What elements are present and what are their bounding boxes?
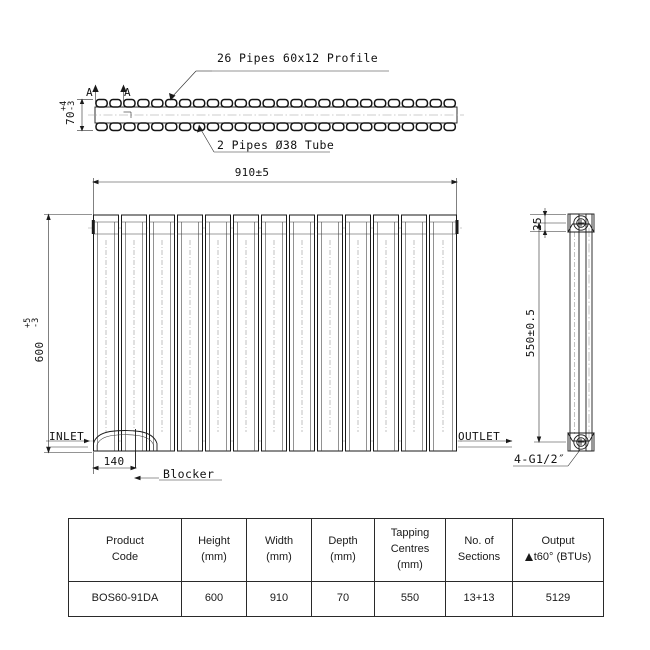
fin-column bbox=[401, 214, 427, 452]
top-view-lower-pill-row bbox=[95, 122, 457, 132]
side-view-bottom-connector bbox=[567, 432, 595, 452]
fin-column bbox=[317, 214, 343, 452]
note-blocker: Blocker bbox=[163, 467, 214, 481]
header-height-l1: Height bbox=[198, 535, 230, 548]
header-output-l2-text: t60° (BTUs) bbox=[533, 551, 592, 563]
note-connection: 4-G1/2″ bbox=[514, 452, 565, 466]
depth-tol-upper: +4 bbox=[59, 101, 69, 111]
spec-table: Product Code Height (mm) Width (mm) Dept… bbox=[68, 518, 604, 617]
table-row: BOS60-91DA 600 910 70 550 13+13 5129 bbox=[68, 581, 604, 617]
cell-output: 5129 bbox=[512, 581, 604, 617]
fin-column bbox=[149, 214, 175, 452]
fin-column bbox=[289, 214, 315, 452]
header-height: Height (mm) bbox=[181, 518, 247, 582]
fin-column bbox=[91, 214, 119, 452]
fin-column bbox=[429, 214, 459, 452]
blocker-detail bbox=[93, 429, 158, 468]
top-plan-view: 70 +4 -3 26 Pipes 60x12 Profile 2 Pipes … bbox=[59, 51, 464, 153]
top-view-upper-pill-row bbox=[95, 98, 457, 108]
header-tapping-l2: Centres bbox=[390, 543, 430, 556]
height-dimension-value: 600 bbox=[33, 342, 46, 363]
header-product-code-l2: Code bbox=[111, 551, 139, 563]
depth-tol-lower: -3 bbox=[67, 101, 77, 111]
inlet-marker bbox=[46, 438, 90, 448]
cell-depth: 70 bbox=[311, 581, 375, 617]
header-product-code: Product Code bbox=[68, 518, 182, 582]
header-depth-l2: (mm) bbox=[330, 551, 356, 563]
label-inlet: INLET bbox=[49, 430, 84, 443]
height-dimension bbox=[44, 213, 92, 454]
header-height-l2: (mm) bbox=[201, 551, 227, 563]
spec-table-container: Product Code Height (mm) Width (mm) Dept… bbox=[68, 518, 604, 617]
fin-column bbox=[261, 214, 287, 452]
height-tol-lower: -3 bbox=[31, 318, 41, 328]
connection-leader bbox=[513, 449, 581, 467]
spec-table-header-row: Product Code Height (mm) Width (mm) Dept… bbox=[68, 518, 604, 582]
height-tol-upper: +5 bbox=[23, 318, 33, 328]
blocker-140-dimension bbox=[92, 452, 137, 474]
header-tapping-l1: Tapping bbox=[390, 527, 430, 540]
header-output: Output t60° (BTUs) bbox=[512, 518, 604, 582]
cell-height: 600 bbox=[181, 581, 247, 617]
top-offset-value: 25 bbox=[531, 217, 544, 231]
fin-column bbox=[233, 214, 259, 452]
width-dimension-value: 910±5 bbox=[235, 166, 270, 179]
depth-dimension-value: 70 bbox=[64, 111, 77, 125]
header-sections: No. of Sections bbox=[445, 518, 513, 582]
tapping-centres-value: 550±0.5 bbox=[524, 309, 537, 357]
header-output-l1: Output bbox=[541, 535, 575, 548]
section-label-a-right: A bbox=[124, 86, 131, 99]
header-depth: Depth (mm) bbox=[311, 518, 375, 582]
header-width-l2: (mm) bbox=[266, 551, 292, 563]
cell-tapping-centres: 550 bbox=[374, 581, 446, 617]
header-tapping-l3: (mm) bbox=[397, 558, 423, 571]
fin-column bbox=[205, 214, 231, 452]
fin-column bbox=[121, 214, 147, 452]
fin-column bbox=[373, 214, 399, 452]
header-output-l2: t60° (BTUs) bbox=[514, 550, 602, 566]
side-view-top-connector bbox=[567, 213, 595, 233]
cell-sections: 13+13 bbox=[445, 581, 513, 617]
blocker-offset-value: 140 bbox=[104, 455, 125, 468]
section-label-a-left: A bbox=[86, 86, 93, 99]
header-width-l1: Width bbox=[264, 535, 294, 548]
depth-dimension bbox=[77, 98, 93, 132]
label-outlet: OUTLET bbox=[458, 430, 500, 443]
note-pipes-profile: 26 Pipes 60x12 Profile bbox=[217, 51, 378, 65]
note-pipes-tube: 2 Pipes Ø38 Tube bbox=[217, 138, 334, 152]
header-sections-l2: Sections bbox=[457, 551, 501, 563]
width-dimension bbox=[92, 178, 458, 216]
header-sections-l1: No. of bbox=[464, 535, 494, 548]
front-fin-group bbox=[91, 214, 459, 452]
delta-triangle-icon bbox=[524, 553, 533, 561]
header-product-code-l1: Product bbox=[106, 535, 144, 548]
side-section-view: 25 550±0.5 4-G1/2″ bbox=[513, 208, 595, 467]
fin-column bbox=[345, 214, 371, 452]
cell-width: 910 bbox=[246, 581, 312, 617]
section-arrow-left bbox=[92, 84, 99, 104]
front-elevation-view: 910±5 600 +5 -3 bbox=[23, 166, 513, 481]
header-tapping-centres: Tapping Centres (mm) bbox=[374, 518, 446, 582]
blocker-leader bbox=[134, 475, 222, 481]
outlet-marker bbox=[458, 438, 513, 448]
header-depth-l1: Depth bbox=[328, 535, 358, 548]
leader-pipes-tube bbox=[197, 124, 330, 153]
fin-column bbox=[177, 214, 203, 452]
header-width: Width (mm) bbox=[246, 518, 312, 582]
cell-product-code: BOS60-91DA bbox=[68, 581, 182, 617]
section-arrow-right bbox=[120, 84, 127, 104]
leader-pipes-profile bbox=[169, 70, 389, 101]
tapping-centres-dimension bbox=[534, 222, 566, 443]
